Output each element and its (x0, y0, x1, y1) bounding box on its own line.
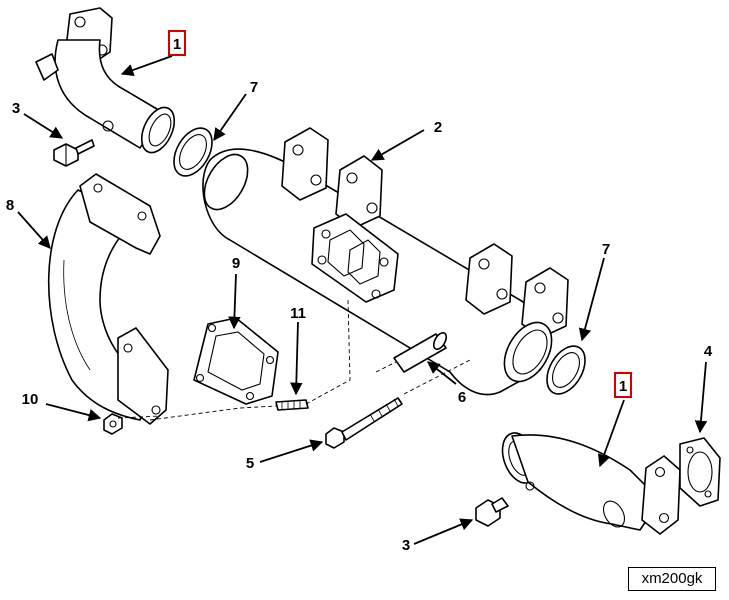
exhaust-elbow-lower (501, 432, 681, 535)
leader-lines (17, 55, 708, 545)
nut (103, 413, 123, 435)
assembly-lines (117, 299, 471, 421)
callout-8: 8 (6, 197, 14, 214)
figure-id-label: xm200gk (628, 567, 716, 591)
callout-3-top: 3 (12, 100, 20, 117)
flange-gasket (193, 317, 279, 405)
long-bolt (325, 397, 403, 449)
callout-4: 4 (704, 343, 713, 360)
callout-3-bottom: 3 (402, 537, 410, 554)
callout-7-right: 7 (602, 241, 610, 258)
seal-ring-upper (173, 127, 213, 177)
callout-1-top: 1 (173, 36, 181, 53)
callout-labels: 1 3 7 2 8 9 7 11 4 6 10 1 5 3 (6, 30, 713, 554)
bolt-upper (53, 139, 95, 167)
elbow-gasket (679, 437, 721, 507)
callout-5: 5 (246, 455, 254, 472)
bolt-lower (475, 497, 509, 527)
callout-6: 6 (458, 389, 466, 406)
exhaust-elbow-upper (35, 7, 176, 154)
callout-7-top: 7 (250, 79, 258, 96)
highlight-box-top (168, 30, 186, 56)
stud (275, 399, 309, 411)
callout-11: 11 (290, 305, 306, 322)
callout-2: 2 (434, 119, 442, 136)
highlight-box-bottom (614, 372, 632, 398)
sleeve-dowel (393, 332, 448, 373)
turbo-elbow (47, 173, 169, 425)
exhaust-manifold (202, 127, 569, 396)
seal-ring-right (546, 345, 586, 395)
callout-1-bottom: 1 (619, 378, 627, 395)
callout-9: 9 (232, 255, 240, 272)
callout-10: 10 (22, 391, 39, 408)
